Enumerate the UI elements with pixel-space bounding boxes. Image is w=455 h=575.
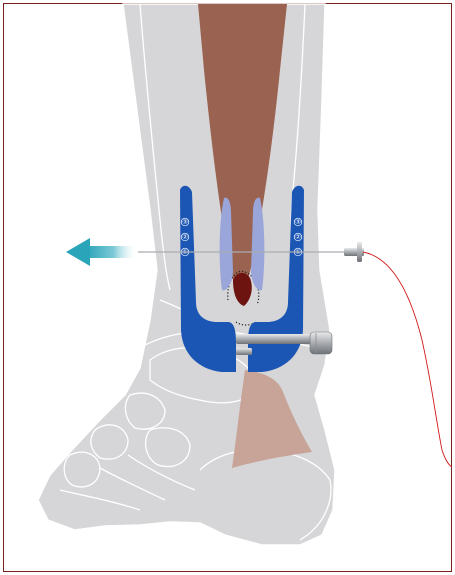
left-marker-3: ③: [182, 218, 188, 226]
left-marker-2: ②: [182, 233, 188, 241]
left-arm-markers: ③ ② ①: [181, 218, 189, 256]
right-marker-2: ②: [295, 233, 301, 241]
right-marker-3: ③: [295, 218, 301, 226]
right-arm-markers: ③ ② ①: [294, 218, 302, 256]
